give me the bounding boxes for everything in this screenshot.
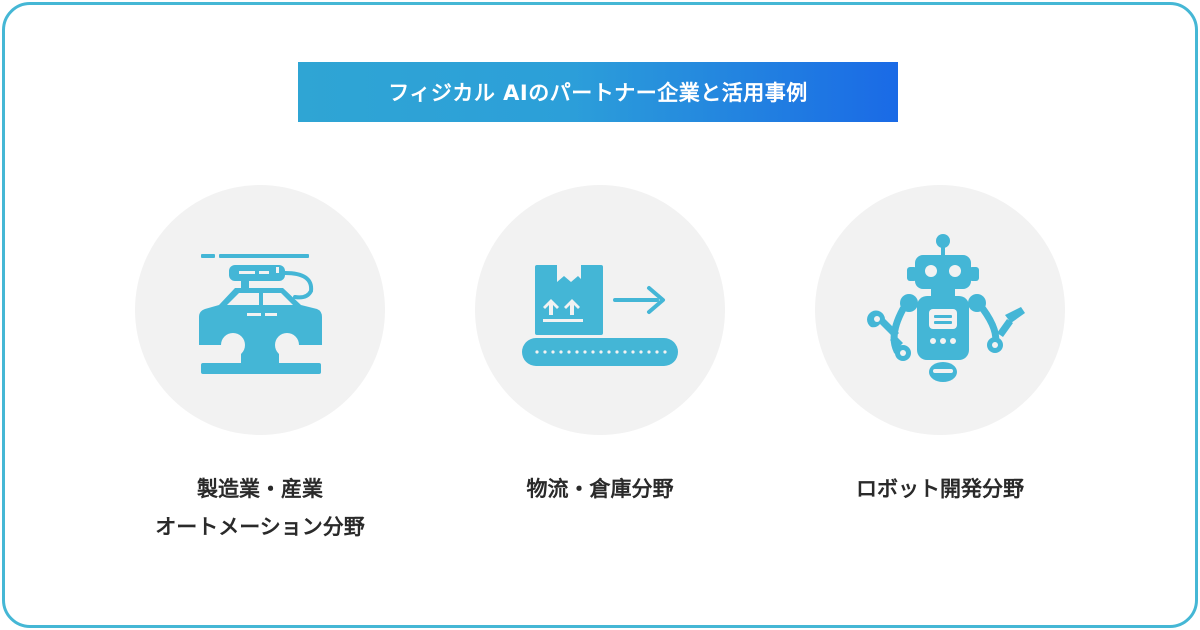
logistics-label-line1: 物流・倉庫分野 — [526, 477, 674, 501]
manufacturing-label: 製造業・産業 オートメーション分野 — [90, 470, 430, 546]
logistics-label: 物流・倉庫分野 — [430, 470, 770, 508]
manufacturing-icon-circle — [135, 185, 385, 435]
conveyor-dots — [535, 350, 667, 354]
package-conveyor-icon — [522, 265, 678, 366]
robotics-label-line1: ロボット開発分野 — [856, 477, 1024, 501]
manufacturing-label-line2: オートメーション分野 — [155, 515, 365, 539]
header-banner: フィジカル AIのパートナー企業と活用事例 — [298, 62, 898, 122]
manufacturing-label-line1: 製造業・産業 — [197, 477, 323, 501]
header-title: フィジカル AIのパートナー企業と活用事例 — [388, 81, 808, 105]
robot-with-tools-icon — [867, 234, 1025, 382]
logistics-icon-circle — [475, 185, 725, 435]
robotics-label: ロボット開発分野 — [770, 470, 1110, 508]
robotics-icon-circle — [815, 185, 1065, 435]
car-assembly-robot-arm-icon — [199, 254, 322, 374]
